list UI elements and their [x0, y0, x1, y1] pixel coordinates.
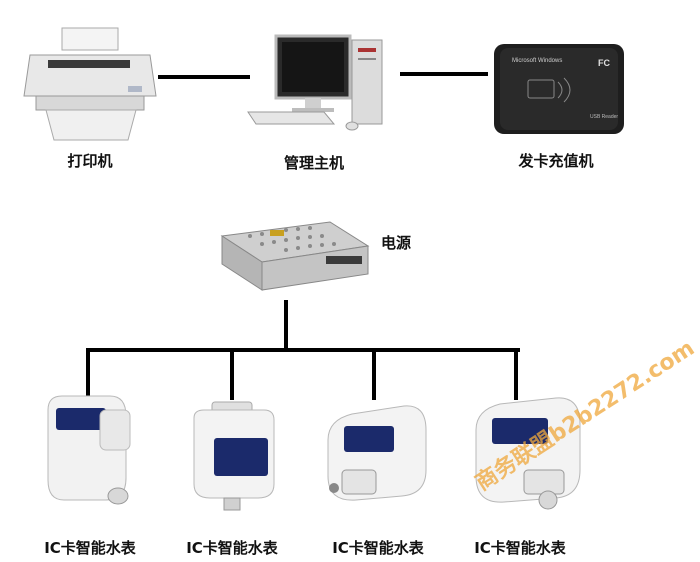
water-meter-3-icon: [327, 405, 427, 501]
card-reader-icon: Microsoft Windows FC USB Reader: [494, 44, 624, 134]
printer-label: 打印机: [67, 152, 113, 170]
connectors: [86, 72, 520, 400]
meter-4-label: IC卡智能水表: [474, 539, 566, 557]
water-meter-4-icon: [475, 397, 581, 510]
card-device-label: 发卡充值机: [518, 152, 594, 170]
power-label: 电源: [380, 234, 412, 252]
printer-icon: [23, 27, 157, 141]
water-meter-1-icon: [47, 395, 131, 505]
reader-mark-text: FC: [598, 58, 610, 68]
system-diagram: Microsoft Windows FC USB Reader: [23, 27, 624, 511]
computer-icon: [247, 34, 383, 131]
power-supply-icon: [220, 221, 370, 291]
meter-3-label: IC卡智能水表: [332, 539, 424, 557]
water-meter-2-icon: [193, 401, 275, 511]
reader-usb-text: USB Reader: [590, 114, 618, 120]
host-label: 管理主机: [283, 154, 345, 172]
meter-2-label: IC卡智能水表: [186, 539, 278, 557]
meter-1-label: IC卡智能水表: [44, 539, 136, 557]
reader-brand-text: Microsoft Windows: [512, 58, 562, 64]
